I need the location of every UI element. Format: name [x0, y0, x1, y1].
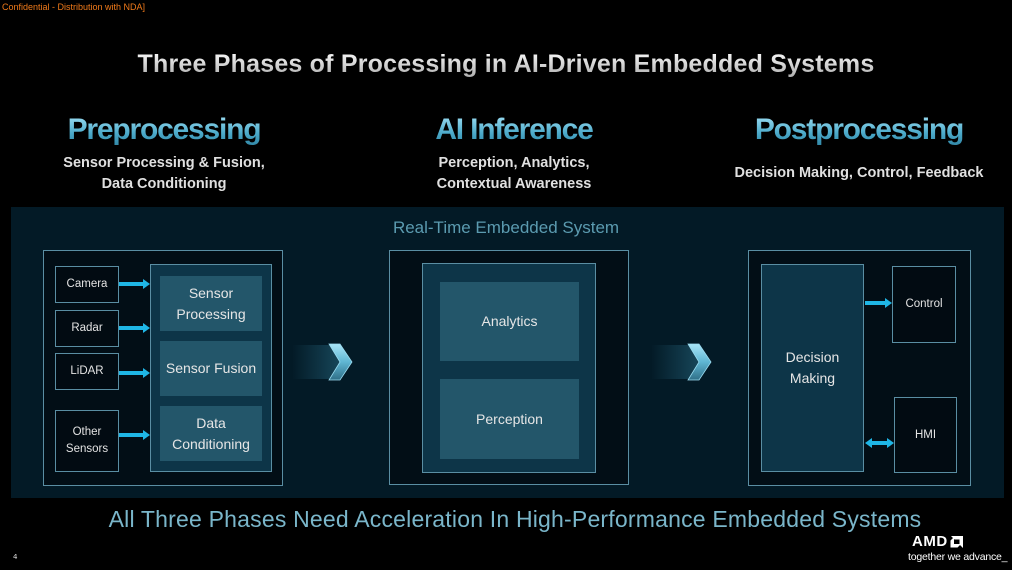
- footer-tagline: All Three Phases Need Acceleration In Hi…: [108, 506, 922, 532]
- ai-inference-box: Analytics Perception: [389, 250, 629, 485]
- output-hmi: HMI: [894, 397, 957, 473]
- amd-logo: AMD: [912, 533, 963, 550]
- arrow-other-to-processing: [119, 430, 150, 440]
- flow-chevron-2: [651, 343, 723, 381]
- preprocessing-box: Camera Radar LiDAR Other Sensors Sensor …: [43, 250, 283, 486]
- block-label: Making: [789, 370, 836, 386]
- arrow-camera-to-processing: [119, 279, 150, 289]
- sensor-other: Other Sensors: [55, 410, 119, 472]
- preprocessing-blocks-container: Sensor Processing Sensor Fusion Data Con…: [150, 264, 272, 472]
- sensor-label: Camera: [66, 278, 108, 290]
- sensor-lidar: LiDAR: [55, 353, 119, 390]
- block-label: Processing: [176, 305, 246, 322]
- block-sensor-processing: Sensor Processing: [160, 276, 262, 331]
- arrow-decision-to-control: [865, 298, 892, 308]
- output-label: HMI: [914, 428, 937, 441]
- phase-ai-inference: AI Inference Perception, Analytics, Cont…: [384, 111, 644, 195]
- arrow-lidar-to-processing: [119, 368, 150, 378]
- page-number: 4: [13, 553, 18, 561]
- phase-preprocessing: Preprocessing Sensor Processing & Fusion…: [34, 111, 294, 195]
- block-label: Decision: [785, 349, 840, 365]
- phase-subtitle-line: Decision Making, Control, Feedback: [734, 165, 984, 181]
- sensor-radar: Radar: [55, 310, 119, 347]
- inference-blocks-container: Analytics Perception: [422, 263, 596, 473]
- postprocessing-box: Decision Making Control HMI: [748, 250, 971, 486]
- chevron-tail: [651, 345, 699, 379]
- brand-slogan: together we advance_: [908, 551, 1008, 563]
- block-label: Perception: [476, 410, 543, 427]
- sensor-label: LiDAR: [70, 365, 104, 377]
- slide-title: Three Phases of Processing in AI-Driven …: [0, 50, 1012, 79]
- output-label: Control: [905, 298, 943, 310]
- phase-subtitle-line: Contextual Awareness: [436, 176, 592, 192]
- block-sensor-fusion: Sensor Fusion: [160, 341, 262, 396]
- system-label: Real-Time Embedded System: [392, 218, 620, 237]
- sensor-label: Sensors: [65, 443, 109, 455]
- chevron-right-icon: [328, 343, 353, 381]
- confidential-notice: Confidential - Distribution with NDA]: [2, 2, 146, 12]
- sensor-camera: Camera: [55, 266, 119, 303]
- arrow-radar-to-processing: [119, 323, 150, 333]
- block-data-conditioning: Data Conditioning: [160, 406, 262, 461]
- phase-postprocessing: Postprocessing Decision Making, Control,…: [724, 111, 994, 184]
- output-control: Control: [892, 266, 956, 343]
- sensor-label: Radar: [71, 322, 103, 334]
- block-label: Conditioning: [172, 435, 250, 452]
- block-decision-making: Decision Making: [761, 264, 864, 472]
- phase-subtitle-line: Data Conditioning: [101, 176, 227, 192]
- phase-title: AI Inference: [384, 111, 644, 149]
- chevron-right-icon: [687, 343, 712, 381]
- chevron-tail: [292, 345, 340, 379]
- flow-chevron-1: [292, 343, 364, 381]
- phase-subtitle: Perception, Analytics, Contextual Awaren…: [384, 153, 644, 195]
- block-label: Data: [196, 414, 226, 431]
- arrow-decision-hmi-bidirectional: [865, 438, 894, 448]
- phase-title: Postprocessing: [724, 111, 994, 149]
- block-perception: Perception: [440, 379, 579, 459]
- sensor-label: Other: [72, 426, 102, 438]
- phase-subtitle-line: Sensor Processing & Fusion,: [63, 155, 265, 171]
- block-label: Sensor Fusion: [165, 360, 257, 376]
- phase-subtitle: Sensor Processing & Fusion, Data Conditi…: [34, 153, 294, 195]
- block-label: Sensor: [188, 284, 234, 301]
- phase-subtitle: Decision Making, Control, Feedback: [724, 163, 994, 184]
- block-label: Analytics: [481, 313, 538, 329]
- phase-subtitle-line: Perception, Analytics,: [438, 155, 590, 171]
- brand-name: AMD: [912, 533, 948, 550]
- phase-title: Preprocessing: [34, 111, 294, 149]
- block-analytics: Analytics: [440, 282, 579, 361]
- amd-arrow-icon: [950, 535, 963, 548]
